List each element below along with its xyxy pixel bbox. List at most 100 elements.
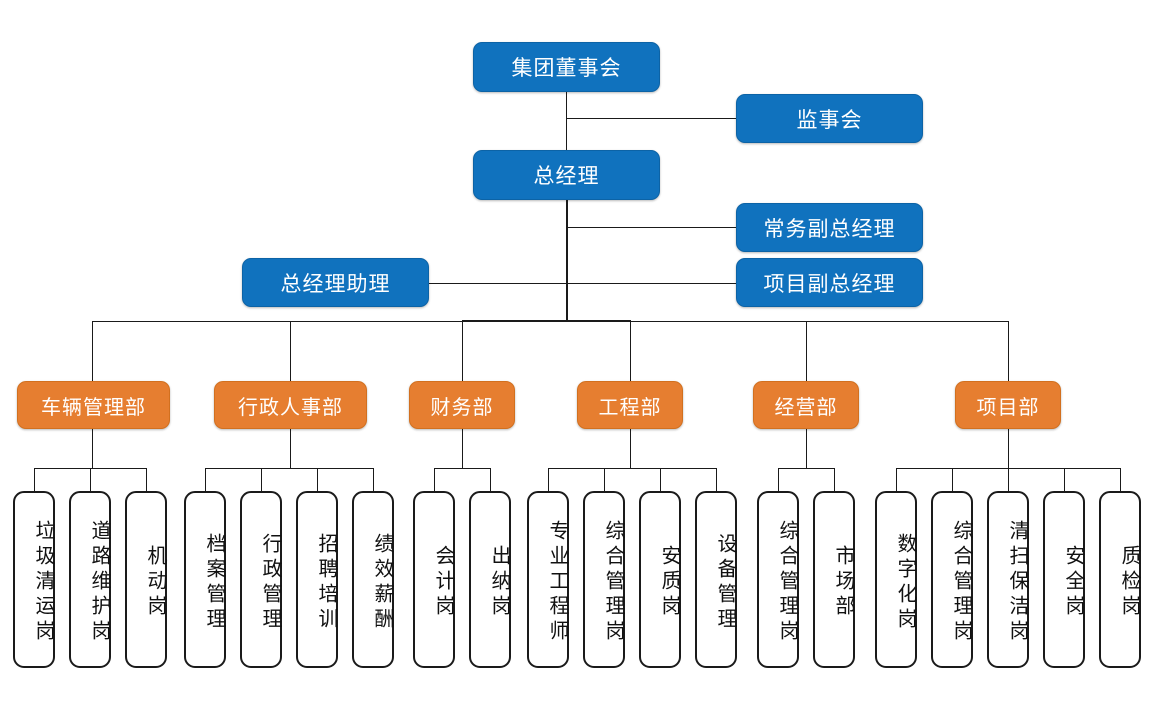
connector-dept-4-stem xyxy=(806,429,807,468)
position-node-5-2[interactable]: 清扫保洁岗 xyxy=(987,491,1029,668)
position-node-0-2-label: 机动岗 xyxy=(144,545,166,620)
connector-dept-0-drop-0 xyxy=(34,468,35,491)
position-node-3-2[interactable]: 安质岗 xyxy=(639,491,681,668)
connector-dept-3-drop-2 xyxy=(660,468,661,491)
department-node-4[interactable]: 经营部 xyxy=(753,381,859,429)
connector-dept-4-drop-0 xyxy=(778,468,779,491)
connector-bus-drop-6 xyxy=(1008,321,1009,381)
connector-dept-2-drop-0 xyxy=(434,468,435,491)
connector-dept-1-drop-0 xyxy=(205,468,206,491)
position-node-1-1[interactable]: 行政管理 xyxy=(240,491,282,668)
connector-dept-4-bar xyxy=(778,468,835,469)
position-node-3-3[interactable]: 设备管理 xyxy=(695,491,737,668)
connector-dept-4-drop-1 xyxy=(834,468,835,491)
position-node-1-0-label: 档案管理 xyxy=(203,532,225,633)
connector-dept-3-bar xyxy=(548,468,717,469)
node-supervisory-board-label: 监事会 xyxy=(796,108,863,132)
position-node-0-2[interactable]: 机动岗 xyxy=(125,491,167,668)
position-node-2-1[interactable]: 出纳岗 xyxy=(469,491,511,668)
node-gm-assistant[interactable]: 总经理助理 xyxy=(242,258,429,307)
department-node-2[interactable]: 财务部 xyxy=(409,381,515,429)
connector-dept-1-drop-3 xyxy=(373,468,374,491)
position-node-5-1[interactable]: 综合管理岗 xyxy=(931,491,973,668)
position-node-5-4[interactable]: 质检岗 xyxy=(1099,491,1141,668)
position-node-0-1[interactable]: 道路维护岗 xyxy=(69,491,111,668)
connector-bus-drop-4 xyxy=(630,321,631,381)
connector-dept-5-drop-1 xyxy=(952,468,953,491)
position-node-3-1-label: 综合管理岗 xyxy=(602,520,624,645)
node-board-label: 集团董事会 xyxy=(511,57,622,80)
position-node-1-2[interactable]: 招聘培训 xyxy=(296,491,338,668)
connector-dept-2-bar xyxy=(434,468,491,469)
node-project-vice-gm[interactable]: 项目副总经理 xyxy=(736,258,923,307)
department-node-0[interactable]: 车辆管理部 xyxy=(17,381,170,429)
connector-gm-spine xyxy=(566,200,568,321)
position-node-3-0[interactable]: 专业工程师 xyxy=(527,491,569,668)
position-node-3-3-label: 设备管理 xyxy=(714,532,736,633)
connector-dept-5-drop-0 xyxy=(896,468,897,491)
connector-dept-5-stem xyxy=(1008,429,1009,468)
position-node-4-0-label: 综合管理岗 xyxy=(776,520,798,645)
position-node-5-0-label: 数字化岗 xyxy=(894,532,916,633)
node-general-manager[interactable]: 总经理 xyxy=(473,150,660,200)
connector-dept-3-drop-1 xyxy=(604,468,605,491)
position-node-4-1[interactable]: 市场部 xyxy=(813,491,855,668)
position-node-3-1[interactable]: 综合管理岗 xyxy=(583,491,625,668)
connector-dept-2-stem xyxy=(462,429,463,468)
position-node-5-0[interactable]: 数字化岗 xyxy=(875,491,917,668)
node-supervisory-board[interactable]: 监事会 xyxy=(736,94,923,143)
department-node-3[interactable]: 工程部 xyxy=(577,381,683,429)
position-node-5-3[interactable]: 安全岗 xyxy=(1043,491,1085,668)
position-node-0-0[interactable]: 垃圾清运岗 xyxy=(13,491,55,668)
department-node-1-label: 行政人事部 xyxy=(238,396,343,419)
position-node-1-3-label: 绩效薪酬 xyxy=(371,532,393,633)
connector-spine-to-executive-vice-gm xyxy=(566,227,736,228)
node-general-manager-label: 总经理 xyxy=(533,165,600,188)
position-node-5-1-label: 综合管理岗 xyxy=(950,520,972,645)
department-node-0-label: 车辆管理部 xyxy=(41,396,146,419)
position-node-1-1-label: 行政管理 xyxy=(259,532,281,633)
connector-dept-5-drop-4 xyxy=(1120,468,1121,491)
node-executive-vice-gm[interactable]: 常务副总经理 xyxy=(736,203,923,252)
department-node-5-label: 项目部 xyxy=(976,396,1040,419)
position-node-0-1-label: 道路维护岗 xyxy=(88,520,110,645)
connector-board-to-gm xyxy=(566,92,567,150)
department-node-1[interactable]: 行政人事部 xyxy=(214,381,367,429)
position-node-1-3[interactable]: 绩效薪酬 xyxy=(352,491,394,668)
node-board[interactable]: 集团董事会 xyxy=(473,42,660,92)
position-node-2-0-label: 会计岗 xyxy=(432,545,454,620)
connector-spine-to-gm-assistant xyxy=(429,283,567,284)
position-node-2-0[interactable]: 会计岗 xyxy=(413,491,455,668)
node-project-vice-gm-label: 项目副总经理 xyxy=(763,272,896,296)
connector-dept-3-drop-0 xyxy=(548,468,549,491)
node-executive-vice-gm-label: 常务副总经理 xyxy=(763,217,896,241)
connector-dept-1-bar xyxy=(205,468,374,469)
position-node-5-4-label: 质检岗 xyxy=(1118,545,1140,620)
connector-bus-drop-2 xyxy=(290,321,291,381)
position-node-4-0[interactable]: 综合管理岗 xyxy=(757,491,799,668)
connector-dept-3-stem xyxy=(630,429,631,468)
connector-dept-1-drop-1 xyxy=(261,468,262,491)
position-node-1-2-label: 招聘培训 xyxy=(315,532,337,633)
connector-bus-drop-3 xyxy=(462,321,463,381)
connector-spine-to-supervisory xyxy=(566,118,736,119)
position-node-5-3-label: 安全岗 xyxy=(1062,545,1084,620)
position-node-4-1-label: 市场部 xyxy=(832,545,854,620)
connector-bus-drop-5 xyxy=(806,321,807,381)
department-node-5[interactable]: 项目部 xyxy=(955,381,1061,429)
connector-dept-3-drop-3 xyxy=(716,468,717,491)
position-node-2-1-label: 出纳岗 xyxy=(488,545,510,620)
connector-dept-1-stem xyxy=(290,429,291,468)
connector-dept-5-drop-3 xyxy=(1064,468,1065,491)
position-node-3-0-label: 专业工程师 xyxy=(546,520,568,645)
position-node-1-0[interactable]: 档案管理 xyxy=(184,491,226,668)
connector-department-bus-center xyxy=(462,320,631,322)
connector-bus-drop-1 xyxy=(92,321,93,381)
connector-dept-0-stem xyxy=(92,429,93,468)
connector-dept-5-drop-2 xyxy=(1008,468,1009,491)
connector-dept-0-drop-1 xyxy=(90,468,91,491)
department-node-4-label: 经营部 xyxy=(774,396,838,419)
node-gm-assistant-label: 总经理助理 xyxy=(280,272,391,296)
position-node-3-2-label: 安质岗 xyxy=(658,545,680,620)
